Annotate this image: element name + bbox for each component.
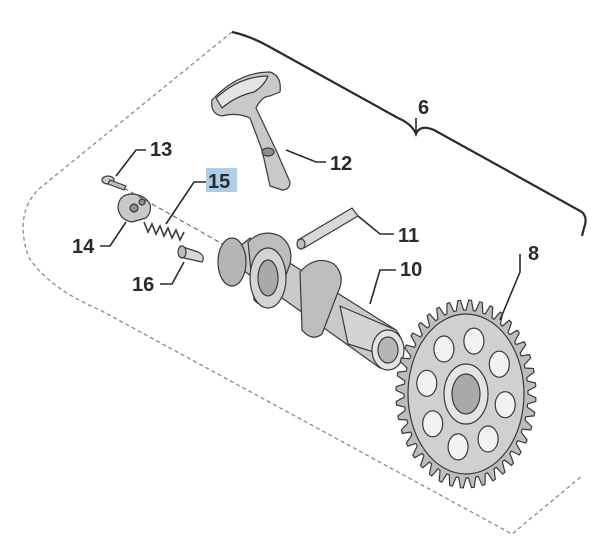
leader-11 — [357, 215, 394, 235]
callout-12[interactable]: 12 — [330, 153, 352, 175]
part-15-spring — [143, 221, 185, 242]
callout-15-highlight — [206, 168, 237, 192]
gear-hole — [488, 350, 510, 378]
callout-11[interactable]: 11 — [398, 225, 419, 247]
gear-hole — [477, 425, 499, 453]
leader-14 — [100, 221, 127, 247]
part-8-gear — [395, 299, 537, 489]
assembly-axis-dashed — [123, 187, 227, 247]
leader-12 — [285, 149, 326, 163]
callout-10[interactable]: 10 — [400, 259, 422, 281]
callout-13[interactable]: 13 — [150, 139, 172, 161]
gear-hole — [463, 327, 485, 355]
leader-16 — [160, 261, 185, 285]
leader-13 — [115, 149, 146, 177]
gear-hole — [416, 369, 438, 397]
callout-16[interactable]: 16 — [132, 274, 154, 296]
leader-15 — [165, 181, 206, 225]
gear-hole — [422, 410, 444, 438]
part-14-bracket — [117, 193, 152, 223]
gear-hole — [494, 391, 516, 419]
leader-10 — [369, 269, 396, 305]
gear-hole — [433, 335, 455, 363]
callout-15[interactable]: 15 — [208, 171, 230, 193]
gear-hole — [447, 433, 469, 461]
part-13-screw — [101, 175, 127, 191]
callout-14[interactable]: 14 — [72, 236, 95, 258]
part-11-pin — [296, 207, 359, 250]
callout-8[interactable]: 8 — [528, 243, 539, 265]
part-16-plunger — [177, 245, 204, 263]
callout-6[interactable]: 6 — [418, 97, 429, 119]
group-6-bracket — [231, 30, 587, 237]
leader-8 — [499, 254, 521, 321]
part-12-lever — [211, 71, 291, 191]
part-10-camshaft — [217, 232, 405, 371]
